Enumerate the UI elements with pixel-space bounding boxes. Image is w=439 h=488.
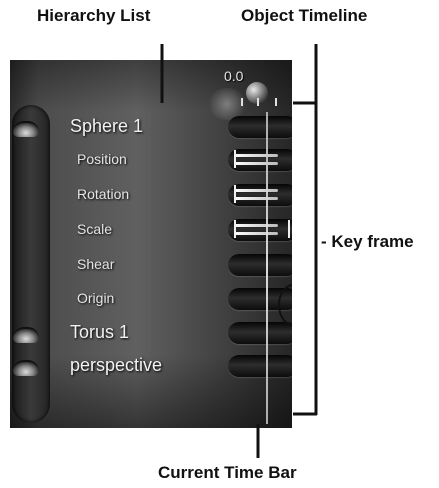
keyframe-tick [288, 220, 290, 238]
track-highlight [234, 154, 278, 157]
timeline-track[interactable] [228, 254, 292, 276]
hierarchy-list-callout: Hierarchy List [37, 6, 151, 25]
timeline-track[interactable] [228, 355, 292, 377]
ruler-tick [275, 98, 277, 106]
track-highlight [234, 197, 278, 200]
time-readout: 0.0 [224, 68, 244, 84]
track-highlight [234, 232, 278, 235]
current-time-bar-callout: Current Time Bar [158, 463, 297, 482]
current-time-bar[interactable] [266, 112, 268, 424]
ruler-tick [257, 98, 259, 106]
eye-icon[interactable] [13, 121, 39, 137]
track-start-tick [234, 220, 236, 238]
object-timeline-callout: Object Timeline [241, 6, 368, 25]
track-highlight [234, 162, 278, 165]
hierarchy-item-origin[interactable]: Origin [77, 290, 115, 306]
timeline-track[interactable] [228, 322, 292, 344]
track-start-tick [234, 150, 236, 168]
hierarchy-item-scale[interactable]: Scale [77, 221, 113, 237]
key-frame-callout: - Key frame [321, 232, 414, 251]
eye-icon[interactable] [13, 327, 39, 343]
hierarchy-item-position[interactable]: Position [77, 151, 127, 167]
hierarchy-item-sphere-1[interactable]: Sphere 1 [70, 116, 144, 136]
hierarchy-item-shear[interactable]: Shear [77, 256, 115, 272]
timeline-track[interactable] [228, 288, 292, 310]
track-start-tick [234, 185, 236, 203]
track-highlight [234, 224, 278, 227]
hierarchy-item-perspective[interactable]: perspective [70, 355, 163, 375]
eye-icon[interactable] [13, 360, 39, 376]
timeline-track[interactable] [228, 116, 292, 138]
hierarchy-item-rotation[interactable]: Rotation [77, 186, 130, 202]
hierarchy-item-torus-1[interactable]: Torus 1 [70, 322, 130, 342]
track-highlight [234, 189, 278, 192]
ruler-tick [241, 98, 243, 106]
time-knob-icon[interactable] [246, 82, 268, 104]
